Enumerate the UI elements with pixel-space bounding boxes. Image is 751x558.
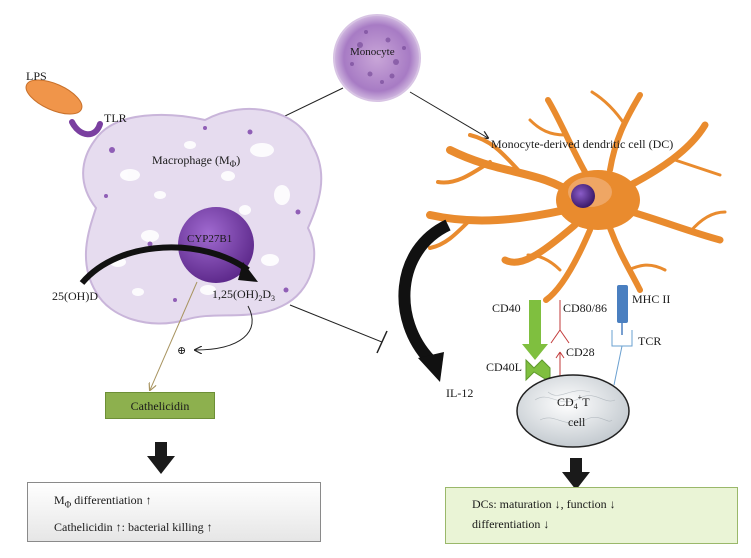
vitd-active-label: 1,25(OH)2D3 xyxy=(212,287,275,303)
plus-symbol: ⊕ xyxy=(177,345,186,357)
mhc-ii-receptor xyxy=(617,285,628,323)
cd40l-ligand xyxy=(525,358,551,383)
macrophage-cell: Macrophage (MΦ) CYP27B1 xyxy=(82,107,323,325)
right-down-arrow xyxy=(562,458,590,490)
dc-outcome-box: DCs: maturation ↓, function ↓ differenti… xyxy=(445,487,738,544)
cd40-label: CD40 xyxy=(492,301,521,315)
macrophage-label: Macrophage (MΦ) xyxy=(152,153,240,169)
tcell-label: CD4+T xyxy=(557,393,590,411)
dendritic-cell: Monocyte-derived dendritic cell (DC) xyxy=(426,90,727,303)
cd28-label: CD28 xyxy=(566,345,595,359)
mhc-label: MHC II xyxy=(632,292,670,306)
tlr-label: TLR xyxy=(104,111,127,125)
il12-arrowhead xyxy=(418,352,444,382)
outcome-dc-maturation: DCs: maturation ↓, function ↓ xyxy=(472,497,616,511)
tcr-stem xyxy=(613,345,623,386)
monocyte-label: Monocyte xyxy=(350,46,395,58)
outcome-bacterial-killing: Cathelicidin ↑: bacterial killing ↑ xyxy=(54,520,213,535)
inhibition-line xyxy=(289,304,383,343)
tcell-label-cell: cell xyxy=(568,415,586,429)
il12-arrow xyxy=(398,219,451,365)
inhibition-bar xyxy=(376,330,388,354)
monocyte-cell: Monocyte xyxy=(333,14,421,102)
left-down-arrow xyxy=(147,442,175,474)
conversion-arrow xyxy=(79,244,250,285)
cd80-label: CD80/86 xyxy=(563,301,607,315)
tlr-receptor xyxy=(69,119,103,138)
tcr-label: TCR xyxy=(638,334,661,348)
cd40l-label: CD40L xyxy=(486,360,522,374)
il12-label: IL-12 xyxy=(446,386,473,400)
cd40-receptor xyxy=(522,300,548,360)
cathelicidin-box: Cathelicidin xyxy=(105,392,215,419)
arrow-to-cathelicidin xyxy=(150,281,198,390)
conversion-arrowhead xyxy=(238,262,258,282)
outcome-differentiation: MΦ differentiation ↑ xyxy=(54,493,152,510)
cd4-t-cell: CD4+T cell xyxy=(516,374,630,448)
macrophage-outcome-box: MΦ differentiation ↑ Cathelicidin ↑: bac… xyxy=(27,482,321,542)
lps-molecule xyxy=(25,79,83,115)
dc-label: Monocyte-derived dendritic cell (DC) xyxy=(491,137,673,151)
vitd-inactive-label: 25(OH)D xyxy=(52,289,98,303)
outcome-dc-differentiation: differentiation ↓ xyxy=(472,517,550,531)
lps-label: LPS xyxy=(26,69,47,83)
feedback-arrow xyxy=(195,305,253,350)
arrow-monocyte-to-dc xyxy=(409,91,488,138)
cyp27b1-label: CYP27B1 xyxy=(187,233,232,245)
